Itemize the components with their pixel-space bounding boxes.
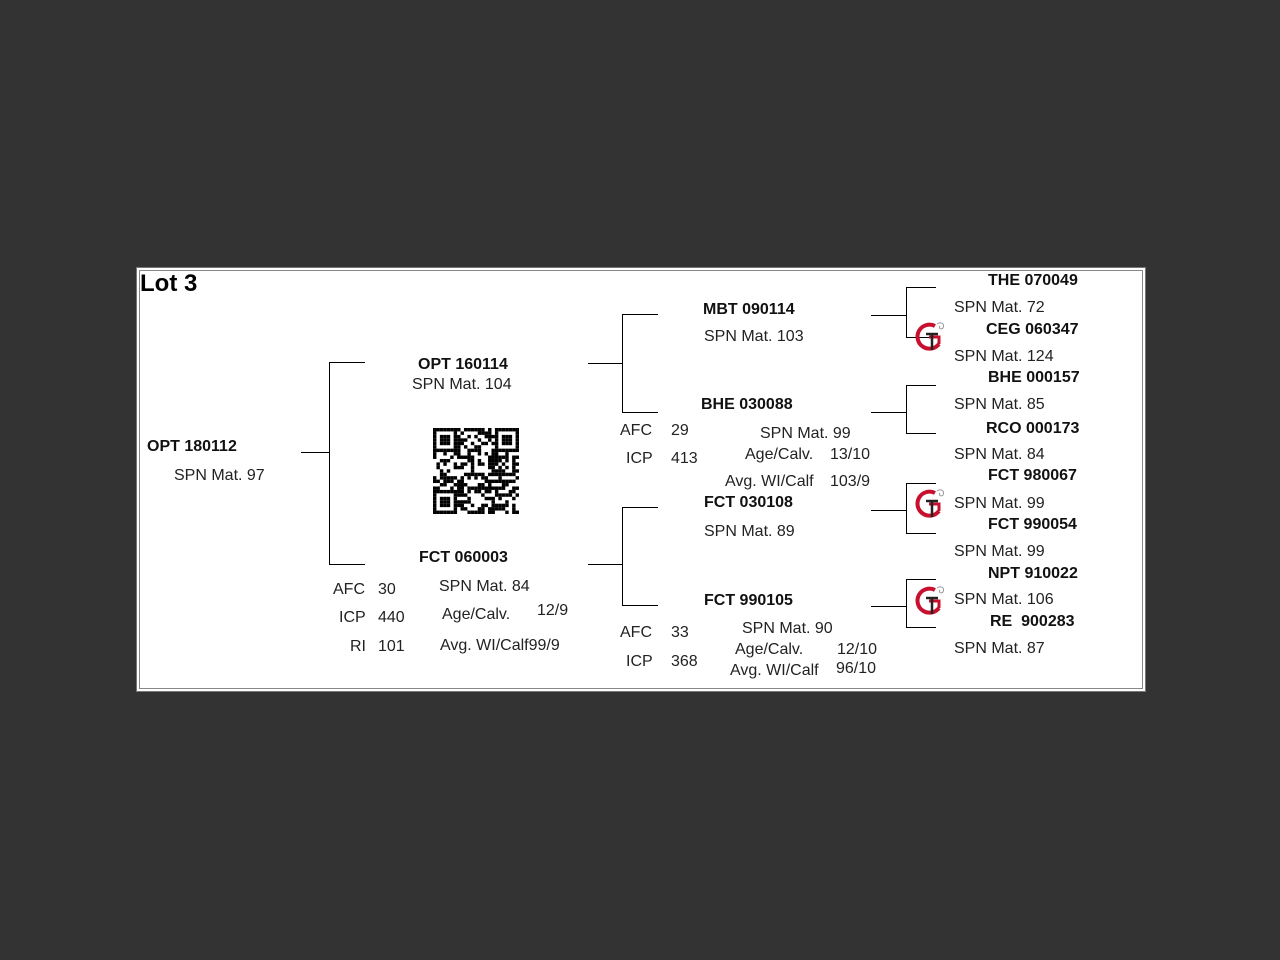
ggp-7-spn: SPN Mat. 106 (954, 591, 1054, 608)
dam-sire-spn: SPN Mat. 89 (704, 523, 795, 540)
ggp-5-id: FCT 980067 (988, 467, 1077, 484)
dam-age-calv-label: Age/Calv. (442, 606, 511, 623)
qr-code-icon (433, 428, 519, 514)
ggp-5-spn: SPN Mat. 99 (954, 495, 1045, 512)
sire-sire-id: MBT 090114 (703, 301, 795, 318)
dam-ri-label: RI (350, 638, 366, 655)
dam-dam-spn: SPN Mat. 90 (742, 620, 833, 637)
dam-spn: SPN Mat. 84 (439, 578, 530, 595)
ggp-7-id: NPT 910022 (988, 565, 1078, 582)
connector (906, 579, 907, 627)
connector (871, 412, 906, 413)
connector (622, 412, 658, 413)
dam-dam-afc-value: 33 (671, 624, 689, 641)
connector (871, 510, 906, 511)
connector (301, 452, 329, 453)
sire-dam-avg-wi-value: 103/9 (830, 473, 871, 490)
ggp-2-id: CEG 060347 (986, 321, 1079, 338)
connector (622, 507, 658, 508)
connector (906, 533, 936, 534)
ggp-1-spn: SPN Mat. 72 (954, 299, 1045, 316)
ggp-1-id: THE 070049 (988, 272, 1078, 289)
connector (906, 385, 907, 433)
sire-dam-spn: SPN Mat. 99 (760, 425, 851, 442)
connector (622, 507, 623, 605)
sheet-border (139, 270, 1143, 689)
dam-icp-label: ICP (339, 609, 366, 626)
connector (588, 363, 622, 364)
ggp-3-spn: SPN Mat. 85 (954, 396, 1045, 413)
dam-dam-afc-label: AFC (620, 624, 652, 641)
dam-dam-icp-label: ICP (626, 653, 653, 670)
connector (906, 287, 907, 337)
gt-logo-icon (915, 586, 944, 615)
connector (906, 385, 936, 386)
ggp-6-spn: SPN Mat. 99 (954, 543, 1045, 560)
sire-spn: SPN Mat. 104 (412, 376, 512, 393)
ggp-4-spn: SPN Mat. 84 (954, 446, 1045, 463)
connector (906, 433, 936, 434)
dam-ri-value: 101 (378, 638, 405, 655)
ggp-2-spn: SPN Mat. 124 (954, 348, 1054, 365)
sire-dam-id: BHE 030088 (701, 396, 793, 413)
connector (906, 337, 936, 338)
lot-title: Lot 3 (140, 270, 198, 297)
connector (906, 483, 907, 533)
dam-dam-avg-wi-label: Avg. WI/Calf (730, 662, 819, 679)
connector (906, 627, 936, 628)
sire-dam-avg-wi-label: Avg. WI/Calf (725, 473, 814, 490)
sire-dam-afc-label: AFC (620, 422, 652, 439)
dam-dam-age-calv-label: Age/Calv. (735, 641, 804, 658)
dam-afc-value: 30 (378, 581, 396, 598)
connector (622, 314, 658, 315)
dam-age-calv-value: 12/9 (537, 602, 569, 619)
connector (906, 579, 936, 580)
ggp-8-id: RE 900283 (990, 613, 1075, 630)
connector (871, 315, 906, 316)
animal-id: OPT 180112 (147, 438, 237, 455)
sire-dam-age-calv-value: 13/10 (830, 446, 871, 463)
gt-logo-icon (915, 489, 944, 518)
dam-id: FCT 060003 (419, 549, 508, 566)
sire-dam-age-calv-label: Age/Calv. (745, 446, 814, 463)
connector (906, 287, 936, 288)
dam-avg-wi: Avg. WI/Calf99/9 (440, 637, 560, 654)
dam-sire-id: FCT 030108 (704, 494, 793, 511)
dam-dam-id: FCT 990105 (704, 592, 793, 609)
dam-dam-avg-wi-value: 96/10 (836, 660, 877, 677)
sire-sire-spn: SPN Mat. 103 (704, 328, 804, 345)
connector (329, 564, 365, 565)
connector (329, 362, 330, 564)
animal-spn: SPN Mat. 97 (174, 467, 265, 484)
connector (588, 564, 622, 565)
pedigree-sheet: Lot 3 OPT 180112 SPN Mat. 97 OPT 160114 … (136, 267, 1146, 692)
sire-dam-afc-value: 29 (671, 422, 689, 439)
dam-dam-icp-value: 368 (671, 653, 698, 670)
connector (329, 362, 365, 363)
ggp-4-id: RCO 000173 (986, 420, 1080, 437)
dam-dam-age-calv-value: 12/10 (837, 641, 878, 658)
ggp-3-id: BHE 000157 (988, 369, 1080, 386)
connector (871, 606, 906, 607)
dam-icp-value: 440 (378, 609, 405, 626)
ggp-6-id: FCT 990054 (988, 516, 1077, 533)
sire-id: OPT 160114 (418, 356, 508, 373)
connector (622, 605, 658, 606)
sire-dam-icp-value: 413 (671, 450, 698, 467)
sire-dam-icp-label: ICP (626, 450, 653, 467)
dam-afc-label: AFC (333, 581, 365, 598)
ggp-8-spn: SPN Mat. 87 (954, 640, 1045, 657)
connector (906, 483, 936, 484)
connector (622, 314, 623, 412)
gt-logo-icon (915, 322, 944, 351)
